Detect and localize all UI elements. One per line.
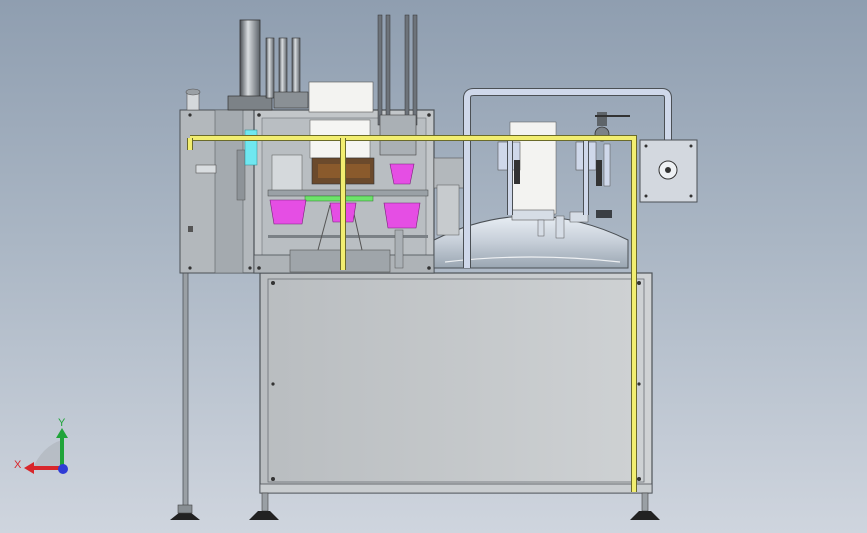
top-actuator-assembly bbox=[227, 19, 374, 113]
tank-fittings bbox=[497, 112, 630, 239]
x-axis-label: X bbox=[14, 459, 22, 471]
left-support-leg bbox=[170, 269, 200, 520]
z-axis-dot bbox=[58, 464, 68, 474]
axis-triad[interactable]: Y X bbox=[14, 417, 68, 474]
control-box bbox=[639, 139, 698, 203]
lower-cabinet bbox=[259, 272, 653, 494]
storage-tank bbox=[433, 157, 629, 269]
left-side-module bbox=[179, 88, 256, 274]
cabinet-feet bbox=[249, 492, 660, 520]
vertical-rods bbox=[377, 14, 418, 156]
blue-pipes bbox=[463, 88, 672, 268]
y-axis-label: Y bbox=[58, 417, 66, 429]
yellow-pipes bbox=[187, 135, 637, 492]
